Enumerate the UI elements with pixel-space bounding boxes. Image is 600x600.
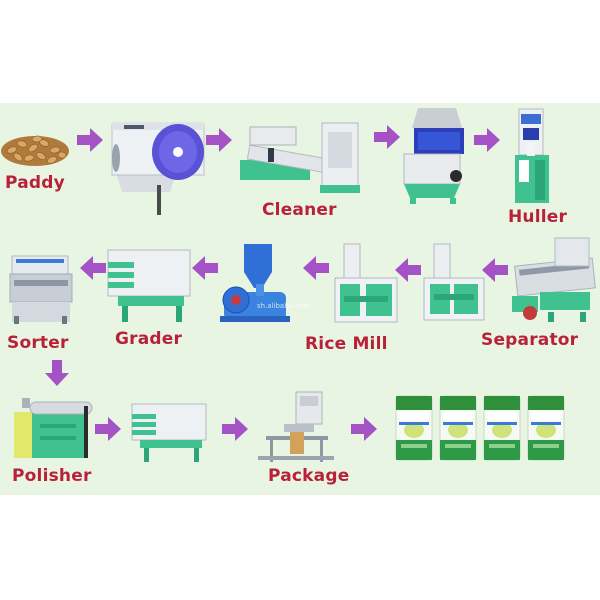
stage-label-grader: Grader <box>115 329 183 349</box>
flow-arrow <box>77 128 103 152</box>
flow-arrow <box>192 256 218 280</box>
stage-label-package: Package <box>268 466 350 486</box>
stage-label-polisher: Polisher <box>12 466 92 486</box>
flow-arrow <box>95 417 121 441</box>
color-sorter-icon <box>9 255 73 324</box>
flow-arrow <box>206 128 232 152</box>
whitener-machine-icon <box>423 243 485 321</box>
flow-arrow <box>80 256 106 280</box>
grader-machine-icon-2 <box>131 403 207 462</box>
stage-label-huller: Huller <box>508 207 568 227</box>
flow-arrow <box>395 258 421 282</box>
stage-label-rice-mill: Rice Mill <box>305 334 388 354</box>
rice-bag-icon <box>395 395 565 461</box>
cleaner-machine-icon <box>240 122 360 193</box>
stage-label-separator: Separator <box>481 330 579 350</box>
rice-grains-icon <box>1 135 69 166</box>
stage-label-sorter: Sorter <box>7 333 69 353</box>
flow-arrow <box>222 417 248 441</box>
flow-arrow <box>374 125 400 149</box>
stage-label-cleaner: Cleaner <box>262 200 337 220</box>
packing-machine-icon <box>258 391 334 462</box>
huller-machine-icon <box>515 108 549 203</box>
flow-arrow <box>351 417 377 441</box>
rice-mill-machine-icon <box>334 243 398 323</box>
pre-cleaner-drum-icon <box>111 122 205 215</box>
paddy-aspirator-icon <box>403 108 464 204</box>
flow-arrow <box>482 258 508 282</box>
polisher-machine-icon <box>14 398 93 458</box>
stage-label-paddy: Paddy <box>5 173 65 193</box>
grader-machine-icon <box>107 249 191 322</box>
flow-arrow <box>45 360 69 386</box>
rice-mill-blower-icon <box>220 244 290 322</box>
watermark: sh.alibaba.com <box>257 302 310 310</box>
flow-arrow <box>474 128 500 152</box>
separator-machine-icon <box>512 237 596 322</box>
flow-arrow <box>303 256 329 280</box>
